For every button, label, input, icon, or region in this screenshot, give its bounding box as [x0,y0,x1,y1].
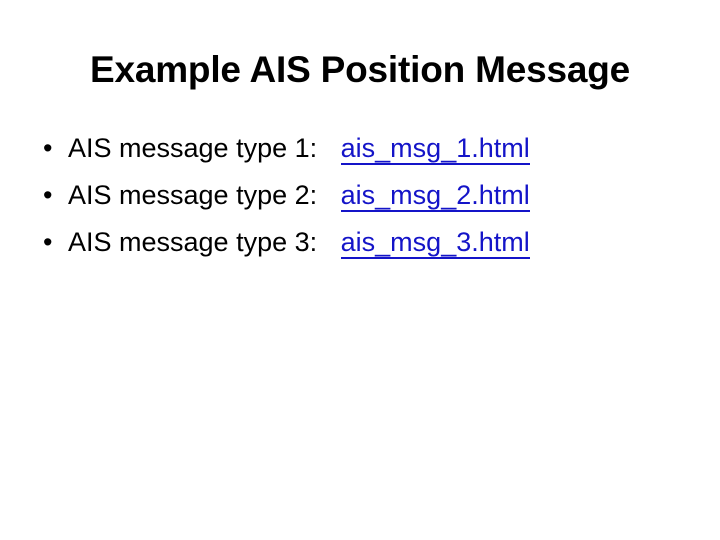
list-item-label: AIS message type 1: [68,133,318,163]
list-item-label: AIS message type 3: [68,227,318,257]
bullet-point-icon: • [43,180,53,210]
page-title: Example AIS Position Message [90,49,630,90]
link-ais-msg-2[interactable]: ais_msg_2.html [340,180,530,212]
list-item: • AIS message type 3: ais_msg_3.html [40,225,680,272]
list-item: • AIS message type 1: ais_msg_1.html [40,131,680,178]
bullet-list: • AIS message type 1: ais_msg_1.html • A… [40,131,680,272]
link-ais-msg-1[interactable]: ais_msg_1.html [340,133,530,165]
link-ais-msg-3[interactable]: ais_msg_3.html [340,227,530,259]
list-item-label: AIS message type 2: [68,180,318,210]
bullet-point-icon: • [43,227,53,257]
bullet-point-icon: • [43,133,53,163]
list-item: • AIS message type 2: ais_msg_2.html [40,178,680,225]
